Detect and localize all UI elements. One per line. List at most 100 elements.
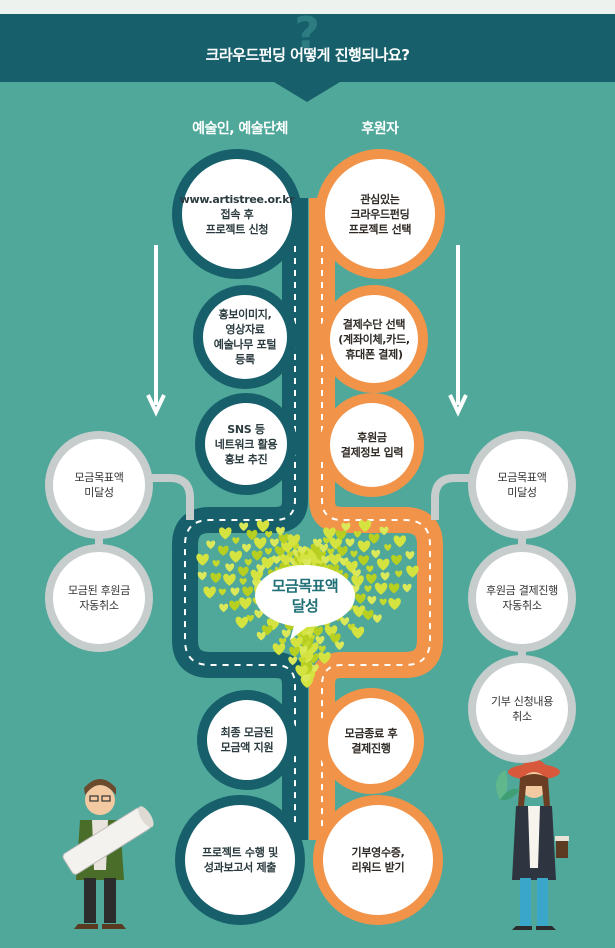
donor-step-3-label: 후원금 결제정보 입력 (340, 431, 404, 459)
artist-step-3: SNS 등 네트워크 활용 홍보 추진 (195, 393, 297, 495)
donor-step-1-label: 관심있는 크라우드펀딩 프로젝트 선택 (348, 192, 412, 236)
donor-fail-step-3: 기부 신청내용 취소 (468, 655, 576, 763)
small-heart-icon (232, 537, 240, 545)
small-heart-icon (196, 553, 209, 566)
small-heart-icon (388, 583, 400, 594)
small-heart-icon (318, 651, 331, 664)
small-heart-icon (384, 544, 392, 552)
small-heart-icon (380, 572, 390, 581)
goal-bubble: 모금목표액 달성 (255, 565, 355, 627)
goal-label: 모금목표액 달성 (271, 577, 339, 615)
small-heart-icon (366, 565, 374, 573)
small-heart-icon (242, 586, 254, 597)
small-heart-icon (402, 583, 412, 593)
small-heart-icon (219, 603, 229, 613)
small-heart-icon (242, 543, 251, 553)
artist-person-illustration (62, 779, 154, 929)
small-heart-icon (368, 533, 380, 544)
small-heart-icon (281, 629, 291, 639)
small-heart-icon (376, 558, 390, 571)
small-heart-icon (345, 538, 355, 547)
artist-step-4: 최종 모금된 모금액 지원 (197, 690, 297, 790)
question-mark-icon: ? (294, 8, 320, 59)
small-heart-icon (275, 526, 285, 536)
small-heart-icon (355, 593, 366, 604)
small-heart-icon (362, 609, 374, 621)
small-heart-icon (210, 572, 222, 584)
small-heart-icon (279, 637, 287, 645)
donor-fail-step-2-label: 후원금 결제진행 자동취소 (486, 584, 558, 612)
small-heart-icon (372, 614, 382, 623)
small-heart-icon (351, 626, 365, 639)
small-heart-icon (290, 636, 303, 649)
small-heart-icon (393, 535, 407, 548)
small-heart-icon (351, 575, 364, 588)
small-heart-icon (295, 665, 308, 678)
small-heart-icon (264, 548, 272, 555)
small-heart-icon (278, 533, 290, 545)
small-heart-icon (315, 636, 325, 645)
small-heart-icon (274, 546, 286, 557)
small-heart-icon (328, 553, 342, 566)
small-heart-icon (256, 564, 266, 573)
small-heart-icon (235, 616, 249, 629)
donor-step-1: 관심있는 크라우드펀딩 프로젝트 선택 (315, 149, 445, 279)
small-heart-icon (239, 597, 252, 610)
small-heart-icon (365, 573, 377, 585)
small-heart-icon (298, 645, 308, 655)
small-heart-icon (322, 537, 331, 545)
donor-step-4-label: 모금종료 후 결제진행 (344, 727, 398, 755)
donor-step-5: 기부영수증, 리워드 받기 (313, 795, 443, 925)
artist-fail-connector (120, 474, 194, 520)
small-heart-icon (406, 565, 419, 578)
artist-step-5-label: 프로젝트 수행 및 성과보고서 제출 (202, 846, 278, 874)
small-heart-icon (253, 537, 267, 550)
small-heart-icon (312, 626, 324, 637)
artist-fail-step-1: 모금목표액 미달성 (45, 431, 153, 539)
small-heart-icon (395, 570, 403, 578)
donor-fail-connector (431, 474, 510, 520)
small-heart-icon (212, 560, 220, 568)
artist-step-4-label: 최종 모금된 모금액 지원 (220, 726, 274, 754)
down-arrow-icon (448, 245, 468, 417)
donor-fail-step-1: 모금목표액 미달성 (468, 431, 576, 539)
donor-fail-step-1-label: 모금목표액 미달성 (497, 471, 547, 499)
donor-step-4: 모금종료 후 결제진행 (318, 688, 424, 794)
donor-fail-step-2: 후원금 결제진행 자동취소 (468, 544, 576, 652)
small-heart-icon (367, 596, 377, 605)
small-heart-icon (239, 578, 247, 585)
artist-step-5: 프로젝트 수행 및 성과보고서 제출 (175, 795, 305, 925)
small-heart-icon (319, 543, 329, 553)
small-heart-icon (250, 569, 264, 582)
small-heart-icon (272, 643, 286, 656)
small-heart-icon (218, 588, 226, 596)
small-heart-icon (358, 555, 369, 566)
donor-column-label: 후원자 (361, 121, 399, 137)
small-heart-icon (318, 645, 326, 653)
small-heart-icon (206, 540, 216, 550)
small-heart-icon (321, 555, 331, 565)
header-banner (0, 22, 615, 102)
artist-column-label: 예술인, 예술단체 (192, 121, 288, 137)
small-heart-icon (203, 586, 216, 599)
small-heart-icon (251, 550, 263, 561)
small-heart-icon (391, 554, 402, 566)
donor-step-3: 후원금 결제정보 입력 (320, 393, 424, 497)
small-heart-icon (269, 538, 279, 548)
small-heart-icon (364, 585, 372, 593)
small-heart-icon (246, 614, 254, 622)
small-heart-icon (337, 545, 348, 557)
small-heart-icon (237, 566, 249, 577)
small-heart-icon (217, 545, 229, 556)
artist-step-2: 홍보이미지, 영상자료 예술나무 포털 등록 (193, 285, 297, 389)
small-heart-icon (279, 553, 293, 566)
small-heart-icon (335, 530, 347, 541)
small-heart-icon (352, 605, 366, 618)
small-heart-icon (374, 582, 388, 595)
small-heart-icon (223, 573, 236, 586)
small-heart-icon (225, 563, 235, 572)
small-heart-icon (288, 656, 298, 666)
small-heart-icon (357, 540, 371, 553)
artist-step-1-label: www.artistree.or.kr 접속 후 프로젝트 신청 (179, 192, 295, 236)
small-heart-icon (229, 550, 243, 563)
